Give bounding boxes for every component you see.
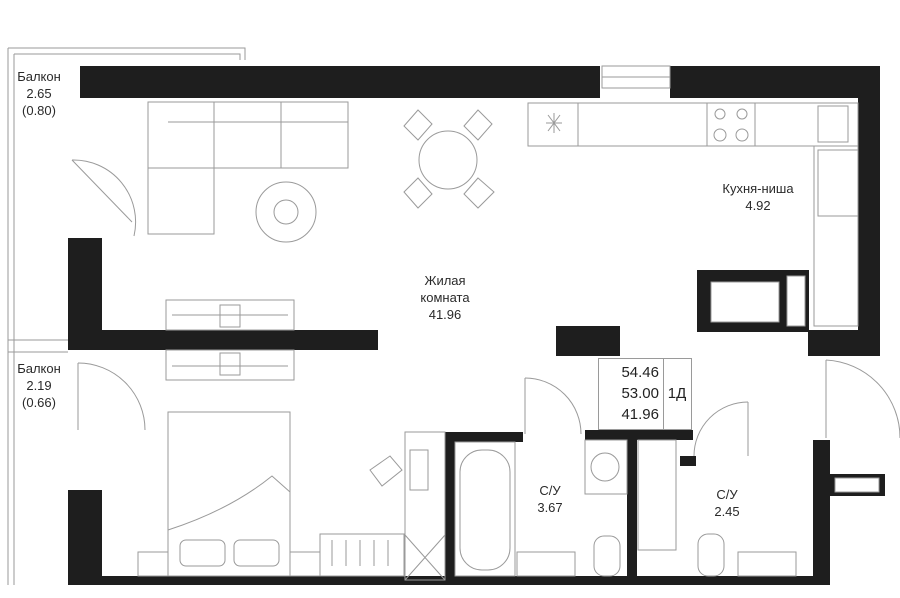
bathroom-2-name: С/У — [716, 487, 738, 502]
balcony-bottom-reduced-area: (0.66) — [22, 395, 56, 410]
apartment-summary: 54.46 53.00 41.96 1Д — [598, 358, 692, 430]
desks — [165, 299, 295, 381]
balcony-bottom-area: 2.19 — [26, 378, 52, 393]
living-room-label: Жилая комната 41.96 — [400, 272, 490, 323]
total-area: 54.46 — [621, 364, 659, 381]
summary-divider — [663, 359, 664, 429]
balcony-top-area: 2.65 — [26, 86, 52, 101]
balcony-bottom-label: Балкон 2.19 (0.66) — [8, 360, 70, 411]
bathroom-1-label: С/У 3.67 — [525, 482, 575, 516]
kitchen-name: Кухня-ниша — [722, 181, 794, 196]
balcony-top-label: Балкон 2.65 (0.80) — [8, 68, 70, 119]
windows — [601, 65, 880, 493]
doors — [71, 159, 900, 581]
summary-areas: 54.46 53.00 41.96 — [599, 362, 659, 425]
sofa — [147, 101, 349, 243]
balcony-outline — [7, 47, 246, 585]
bed — [137, 411, 429, 577]
kitchen-label: Кухня-ниша 4.92 — [708, 180, 808, 214]
balcony-bottom-name: Балкон — [17, 361, 61, 376]
balcony-top-reduced-area: (0.80) — [22, 103, 56, 118]
living-room-name-line1: Жилая — [424, 273, 466, 288]
area-without-balcony: 53.00 — [621, 385, 659, 402]
apartment-type: 1Д — [667, 385, 687, 402]
kitchen-units — [527, 102, 859, 327]
living-room-name-line2: комната — [420, 290, 470, 305]
dining-table — [403, 109, 495, 209]
bathroom-1-name: С/У — [539, 483, 561, 498]
walls — [68, 66, 885, 585]
bathroom-2-label: С/У 2.45 — [702, 486, 752, 520]
balcony-top-name: Балкон — [17, 69, 61, 84]
living-area: 41.96 — [621, 406, 659, 423]
bathroom-fixtures — [454, 439, 797, 577]
bathroom-2-area: 2.45 — [714, 504, 740, 519]
bathroom-1-area: 3.67 — [537, 500, 563, 515]
living-room-area: 41.96 — [428, 307, 462, 322]
kitchen-area: 4.92 — [745, 198, 771, 213]
